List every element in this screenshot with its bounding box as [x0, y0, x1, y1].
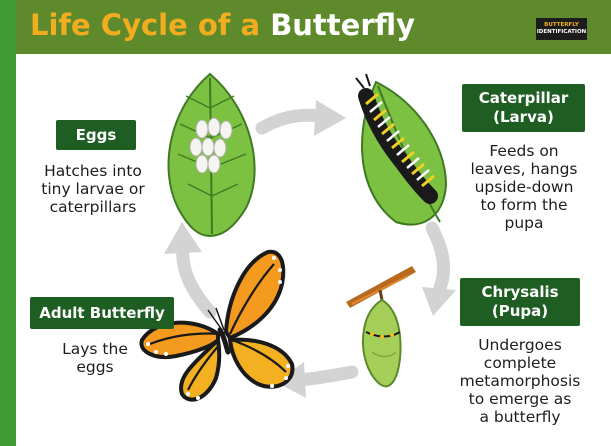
stage-badge-adult: Adult Butterfly: [30, 297, 174, 329]
leaf-with-eggs-icon: [150, 68, 270, 238]
butterfly-icon: [136, 248, 304, 410]
stage-badge-caterpillar: Caterpillar(Larva): [462, 84, 585, 132]
stage-badge-eggs: Eggs: [56, 120, 136, 150]
caterpillar-on-leaf-icon: [346, 72, 456, 232]
chrysalis-icon: [342, 262, 422, 392]
stage-badge-chrysalis: Chrysalis(Pupa): [460, 278, 580, 326]
